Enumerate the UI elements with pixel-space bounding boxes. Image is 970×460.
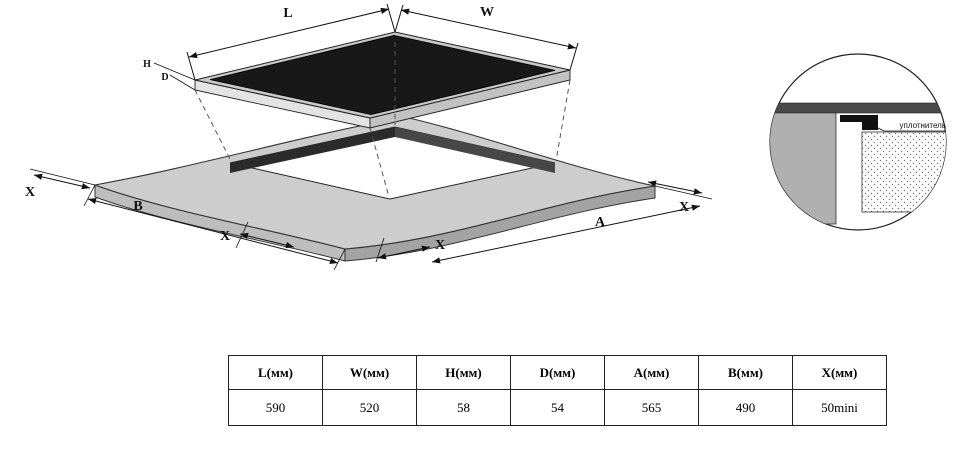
detail-countertop-section (861, 131, 946, 213)
value-A: 565 (604, 389, 699, 426)
table-value-row: 590 520 58 54 565 490 50mini (228, 389, 887, 426)
dim-L (186, 3, 396, 81)
dim-label-X-left: X (25, 185, 35, 200)
cutout-wall-right (395, 127, 555, 173)
dim-label-B: B (133, 199, 142, 214)
value-W: 520 (322, 389, 417, 426)
dim-label-X-right: X (679, 200, 689, 215)
header-H: H(мм) (416, 355, 511, 390)
header-A: A(мм) (604, 355, 699, 390)
dim-label-X-bottom-center: X (435, 238, 445, 253)
dim-D (169, 74, 196, 91)
dim-X-bottom-left (235, 221, 295, 249)
value-H: 58 (416, 389, 511, 426)
value-X: 50mini (792, 389, 887, 426)
seal-callout-label: уплотнитель (899, 121, 946, 130)
table-header-row: L(мм) W(мм) H(мм) D(мм) A(мм) B(мм) X(мм… (228, 355, 887, 390)
header-D: D(мм) (510, 355, 605, 390)
header-W: W(мм) (322, 355, 417, 390)
detail-view: уплотнитель (769, 53, 947, 231)
dimensions-table: L(мм) W(мм) H(мм) D(мм) A(мм) B(мм) X(мм… (228, 355, 887, 426)
dim-X-bottom-center (375, 237, 431, 263)
header-X: X(мм) (792, 355, 887, 390)
dimensions-table-container: L(мм) W(мм) H(мм) D(мм) A(мм) B(мм) X(мм… (228, 355, 887, 426)
dim-label-H: H (143, 59, 151, 70)
value-L: 590 (228, 389, 323, 426)
dim-label-L: L (283, 6, 292, 21)
seal-leader-line (869, 123, 885, 132)
dim-label-A: A (595, 215, 606, 230)
value-D: 54 (510, 389, 605, 426)
detail-cooktop-body (770, 111, 837, 225)
dim-X-left (29, 168, 96, 190)
value-B: 490 (698, 389, 793, 426)
dim-label-X-bottom-left: X (220, 229, 230, 244)
countertop (92, 116, 656, 262)
installation-diagram: L W H D X B X X A X уплотни (25, 3, 947, 271)
projection-lines (194, 42, 571, 198)
header-L: L(мм) (228, 355, 323, 390)
cutout-wall-left (230, 127, 395, 173)
cooktop (194, 31, 571, 129)
dim-W (394, 4, 579, 71)
dim-A (431, 204, 701, 264)
dim-H (153, 62, 196, 81)
dim-B (83, 184, 346, 271)
detail-glass-panel (770, 102, 946, 114)
header-B: B(мм) (698, 355, 793, 390)
detail-seal (840, 115, 878, 130)
dim-label-W: W (480, 5, 494, 20)
dim-X-right (647, 180, 713, 200)
dim-label-D: D (161, 72, 168, 83)
